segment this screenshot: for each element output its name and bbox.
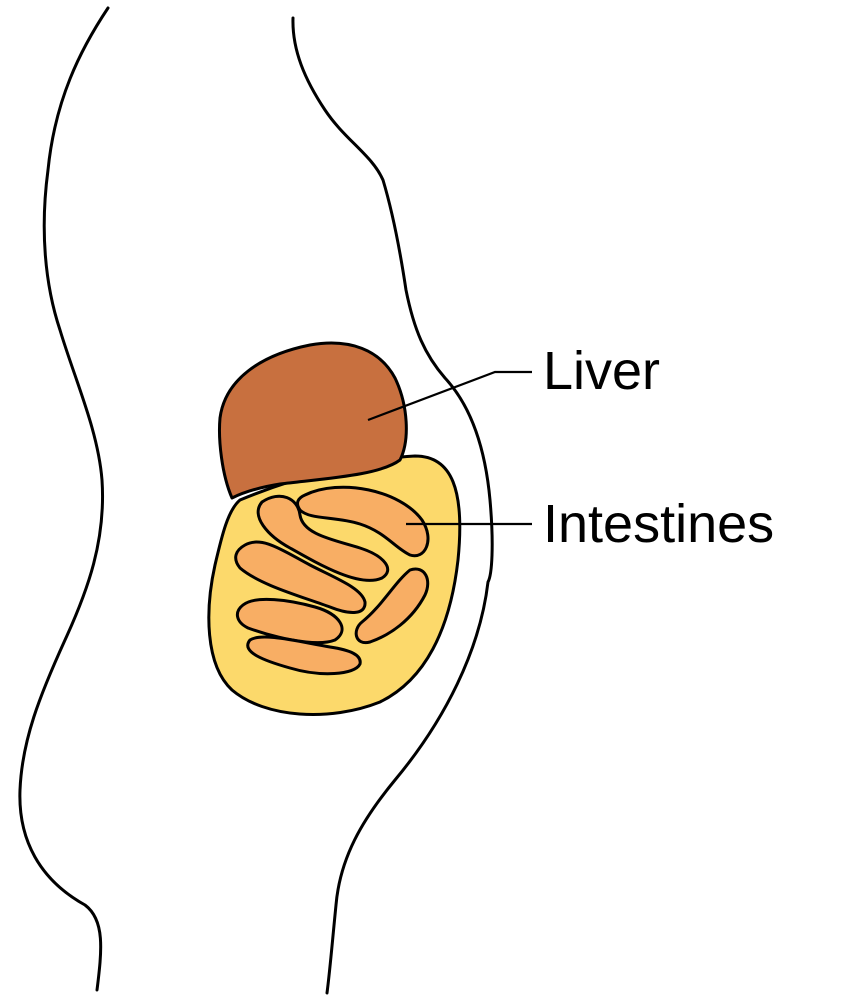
intestines-label: Intestines: [543, 494, 774, 554]
liver-label: Liver: [543, 341, 660, 401]
body-outline-back: [20, 8, 108, 990]
